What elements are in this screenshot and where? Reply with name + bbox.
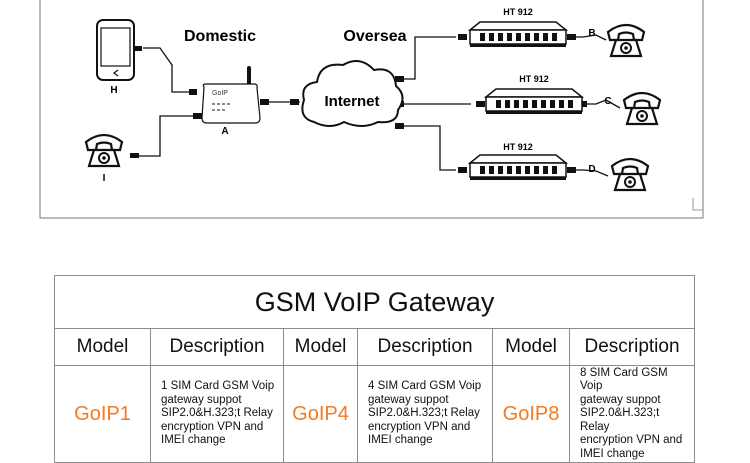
description-line: encryption VPN and xyxy=(368,420,471,433)
goip-device-label: GoIP xyxy=(212,90,228,97)
smartphone-icon xyxy=(96,19,135,81)
network-diagram: H I GoIP A Domestic Oversea Internet HT … xyxy=(39,0,704,219)
column-header-description: Description xyxy=(150,328,284,366)
model-cell-goip4: GoIP4 xyxy=(283,365,358,463)
oversea-label: Oversea xyxy=(343,28,406,45)
goip-device-icon xyxy=(201,66,261,124)
description-line: encryption VPN and xyxy=(580,434,683,447)
diagram-frame xyxy=(39,0,704,219)
node-label-i: I xyxy=(103,173,106,184)
node-label-c: C xyxy=(604,96,611,107)
description-line: encryption VPN and xyxy=(161,420,264,433)
description-line: gateway suppot xyxy=(161,393,242,406)
description-line: 4 SIM Card GSM Voip xyxy=(368,380,482,393)
ht912-device-icon-c xyxy=(485,88,583,115)
gateway-spec-table: GSM VoIP Gateway Model Description Model… xyxy=(53,275,696,463)
internet-label: Internet xyxy=(324,93,379,110)
table-row: GoIP1 1 SIM Card GSM Voip gateway suppot… xyxy=(54,365,696,463)
domestic-label: Domestic xyxy=(184,28,256,45)
description-line: IMEI change xyxy=(161,434,226,447)
ht912-label-c: HT 912 xyxy=(519,74,549,84)
ht912-label-b: HT 912 xyxy=(503,7,533,17)
table-title: GSM VoIP Gateway xyxy=(53,275,696,329)
ht912-device-icon-b xyxy=(469,21,567,48)
node-label-h: H xyxy=(110,85,117,96)
model-cell-goip1: GoIP1 xyxy=(54,365,151,463)
description-line: SIP2.0&H.323;t Relay xyxy=(368,407,480,420)
description-line: gateway suppot xyxy=(368,393,449,406)
description-line: gateway suppot xyxy=(580,393,661,406)
ht912-device-icon-d xyxy=(469,154,567,181)
internet-cloud-icon xyxy=(301,60,404,127)
desk-phone-icon-i xyxy=(84,133,124,168)
ht912-label-d: HT 912 xyxy=(503,142,533,152)
description-cell-goip4: 4 SIM Card GSM Voip gateway suppot SIP2.… xyxy=(357,365,493,463)
desk-phone-icon-d xyxy=(610,157,650,192)
desk-phone-icon-c xyxy=(622,91,662,126)
column-header-description: Description xyxy=(568,328,696,366)
node-label-a: A xyxy=(221,126,228,137)
node-label-d: D xyxy=(588,164,595,175)
column-header-model: Model xyxy=(283,328,358,366)
node-label-b: B xyxy=(588,28,595,39)
model-cell-goip8: GoIP8 xyxy=(492,365,570,463)
desk-phone-icon-b xyxy=(606,23,646,58)
description-cell-goip1: 1 SIM Card GSM Voip gateway suppot SIP2.… xyxy=(150,365,284,463)
description-line: IMEI change xyxy=(368,434,433,447)
description-line: IMEI change xyxy=(580,447,645,460)
description-line: 1 SIM Card GSM Voip xyxy=(161,380,275,393)
column-header-description: Description xyxy=(357,328,493,366)
column-header-model: Model xyxy=(54,328,151,366)
description-line: 8 SIM Card GSM Voip xyxy=(580,366,668,393)
description-cell-goip8: 8 SIM Card GSM Voip gateway suppot SIP2.… xyxy=(568,365,696,463)
column-header-model: Model xyxy=(492,328,570,366)
cable-plug xyxy=(132,46,142,51)
connection-lines xyxy=(133,34,621,177)
description-line: SIP2.0&H.323;t Relay xyxy=(161,407,273,420)
description-line: SIP2.0&H.323;t Relay xyxy=(580,407,660,433)
